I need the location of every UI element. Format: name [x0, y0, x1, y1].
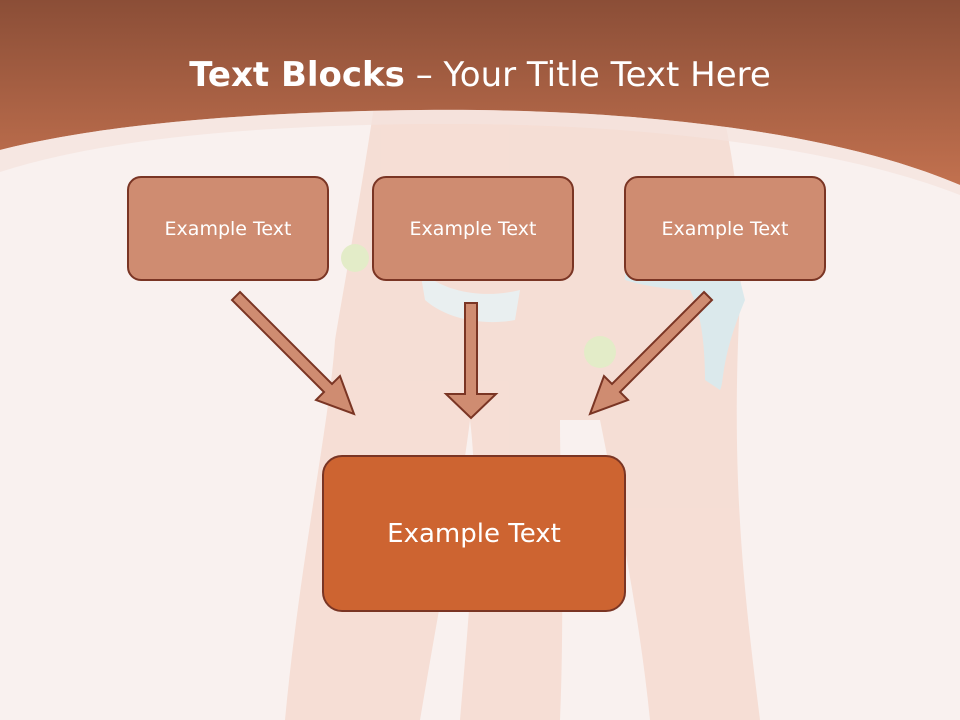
text-block-2[interactable]: Example Text [372, 176, 574, 281]
header-swoosh [0, 109, 960, 195]
title-separator: – [404, 55, 444, 95]
page-title: Text Blocks – Your Title Text Here [0, 52, 960, 98]
text-block-3[interactable]: Example Text [624, 176, 826, 281]
text-block-1[interactable]: Example Text [127, 176, 329, 281]
title-rest: Your Title Text Here [443, 55, 771, 95]
target-text-block-label: Example Text [387, 518, 561, 549]
target-text-block[interactable]: Example Text [322, 455, 626, 612]
header-band [0, 0, 960, 185]
title-bold: Text Blocks [189, 55, 405, 95]
text-block-1-label: Example Text [164, 217, 292, 240]
text-block-3-label: Example Text [661, 217, 789, 240]
text-block-2-label: Example Text [409, 217, 537, 240]
